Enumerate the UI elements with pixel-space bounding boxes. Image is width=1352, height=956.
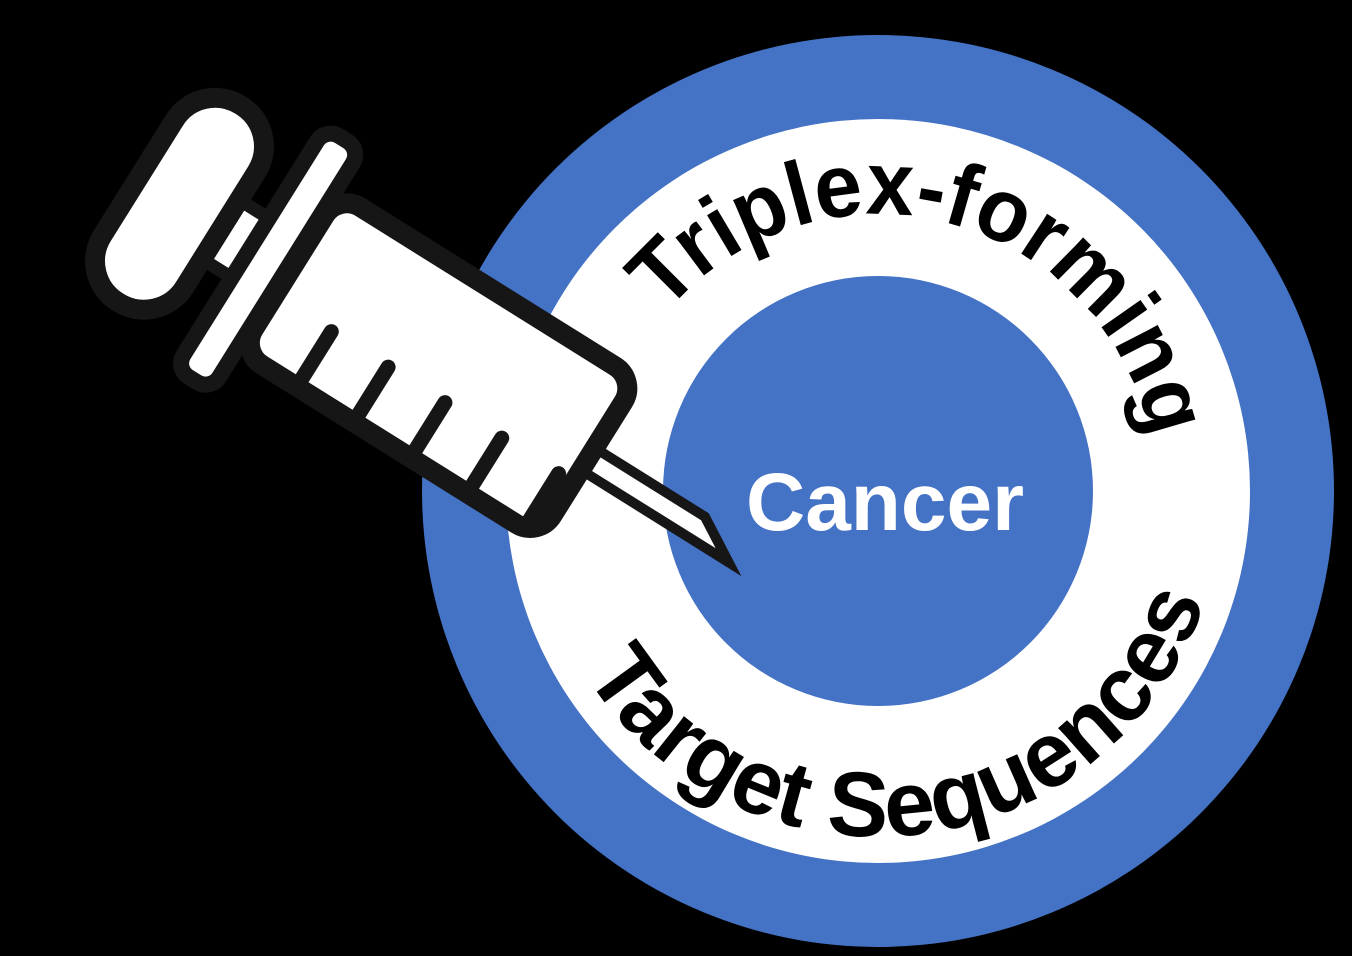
bullseye-center (663, 276, 1093, 706)
center-label: Cancer (746, 457, 1024, 548)
graduation-tick (521, 466, 567, 529)
graduation-tick (407, 395, 453, 458)
graduation-tick (464, 430, 510, 494)
graduation-tick (294, 324, 339, 387)
syringe-flange (173, 125, 364, 393)
syringe-graduations (294, 324, 567, 529)
syringe-icon (85, 87, 742, 577)
bullseye-target (422, 35, 1334, 947)
graduation-tick (350, 359, 396, 423)
syringe-thumb-rest (85, 87, 274, 320)
